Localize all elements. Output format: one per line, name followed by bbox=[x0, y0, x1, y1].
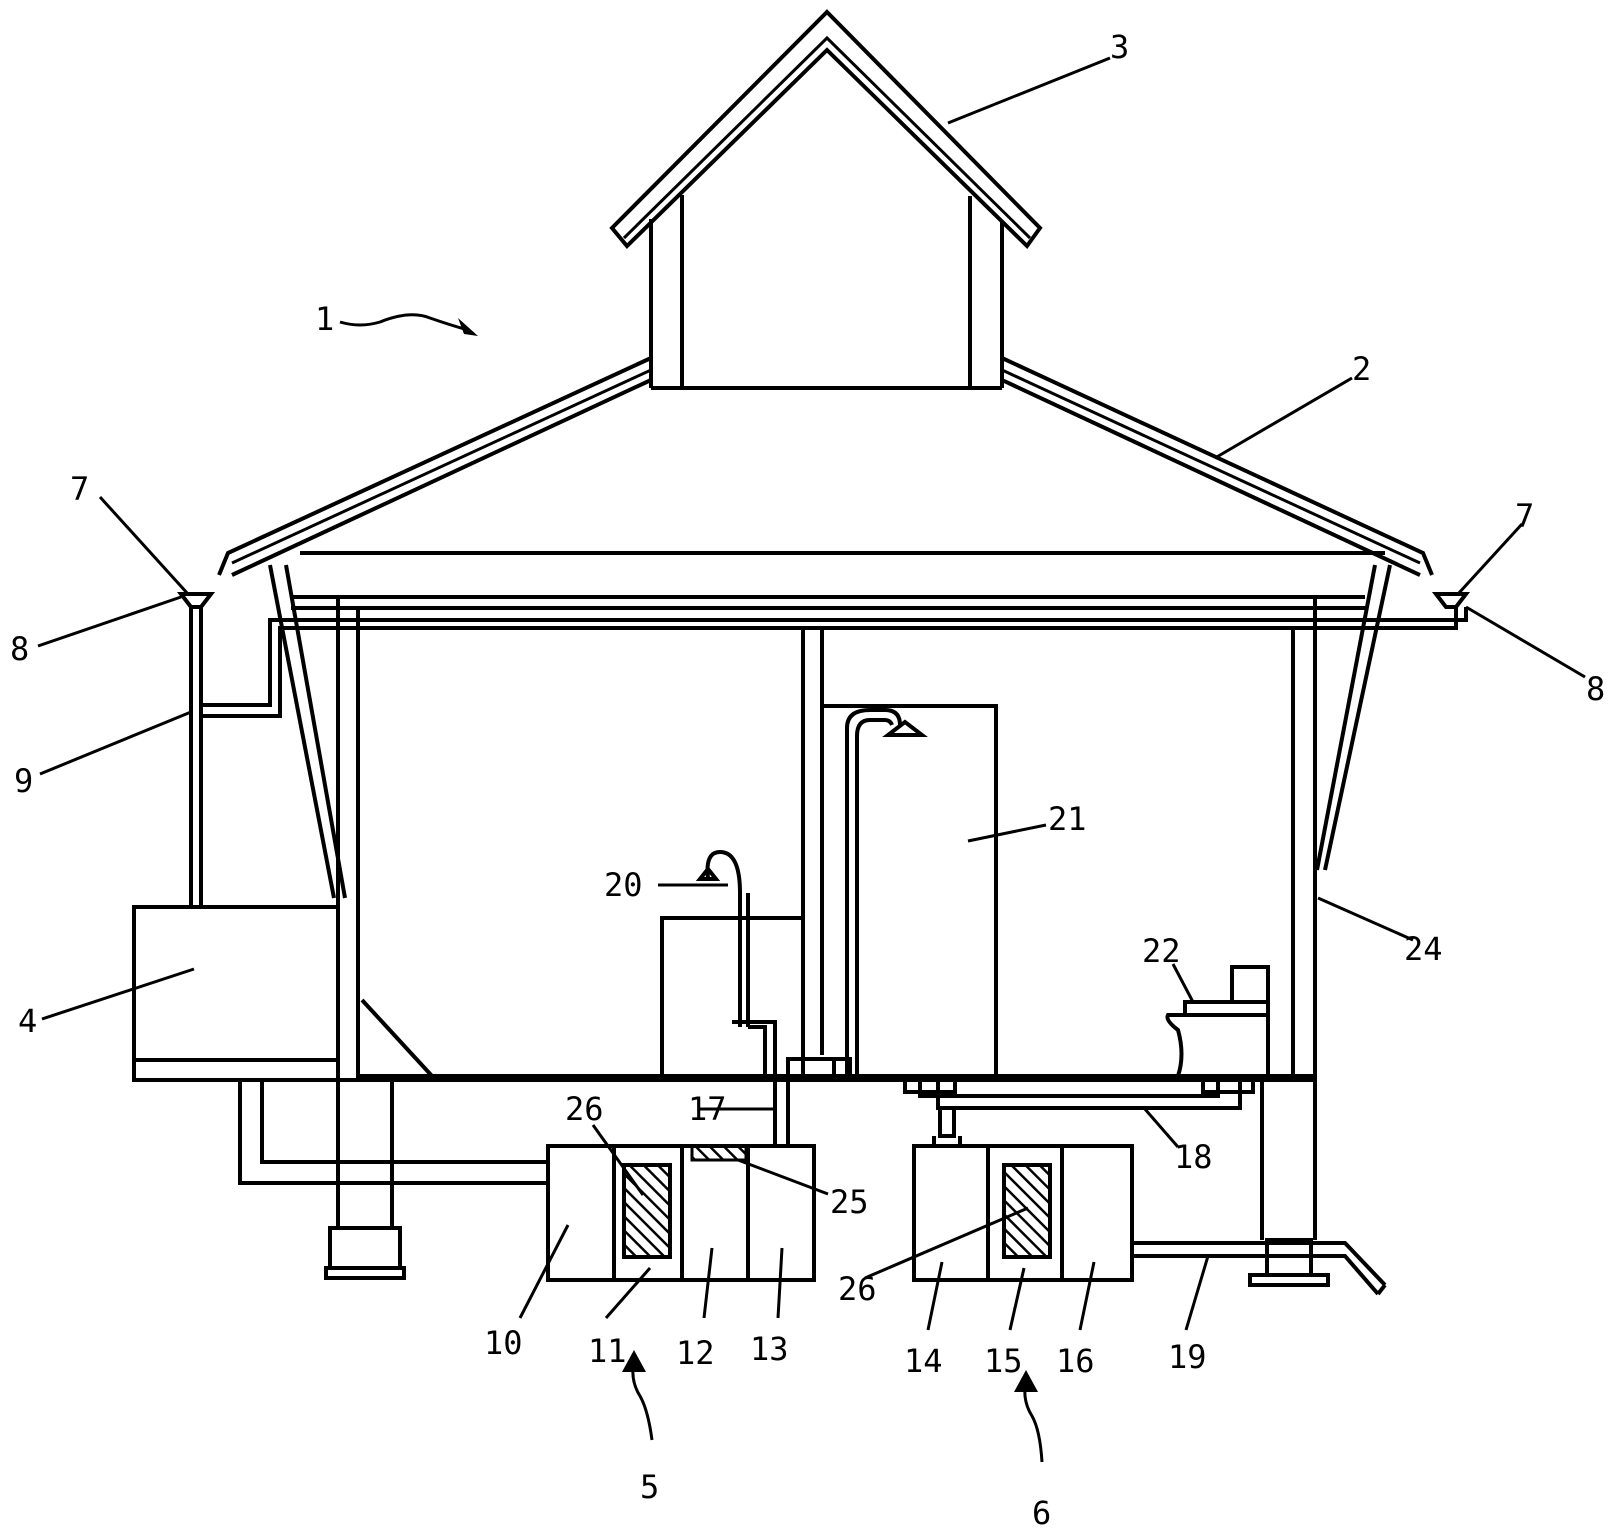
label-8-left: 8 bbox=[10, 630, 29, 668]
label-15: 15 bbox=[984, 1342, 1023, 1380]
outlet-pipe bbox=[1132, 1241, 1387, 1296]
floor-slab bbox=[134, 998, 1315, 1082]
label-7-left: 7 bbox=[70, 470, 89, 508]
toilet bbox=[1165, 965, 1270, 1078]
left-gutter bbox=[176, 592, 216, 609]
label-26-left: 26 bbox=[565, 1090, 604, 1128]
label-10: 10 bbox=[484, 1324, 523, 1362]
label-20: 20 bbox=[604, 866, 643, 904]
label-25: 25 bbox=[830, 1183, 869, 1221]
right-gutter bbox=[1431, 592, 1471, 609]
wash-basin bbox=[660, 849, 805, 1078]
treatment-unit-6 bbox=[912, 1144, 1134, 1282]
center-partition bbox=[801, 628, 824, 1055]
shower-cabin bbox=[822, 704, 998, 1076]
label-8-right: 8 bbox=[1586, 670, 1605, 708]
label-9: 9 bbox=[14, 762, 33, 800]
main-roof bbox=[217, 356, 1434, 610]
label-18: 18 bbox=[1174, 1138, 1213, 1176]
label-14: 14 bbox=[904, 1342, 943, 1380]
tank-outlet-pipe bbox=[238, 1080, 550, 1185]
leader-lines bbox=[37, 56, 1586, 1463]
top-roof-dormer bbox=[609, 9, 1043, 390]
label-16: 16 bbox=[1056, 1342, 1095, 1380]
label-1: 1 bbox=[315, 300, 334, 338]
treatment-unit-5 bbox=[546, 1144, 816, 1282]
water-tank bbox=[132, 905, 340, 1082]
label-12: 12 bbox=[676, 1334, 715, 1372]
part-labels: 3 2 1 7 8 7 8 9 4 21 20 24 22 17 18 25 2… bbox=[10, 28, 1605, 1532]
label-6: 6 bbox=[1032, 1494, 1051, 1532]
label-21: 21 bbox=[1048, 800, 1087, 838]
label-4: 4 bbox=[18, 1002, 37, 1040]
label-26-right: 26 bbox=[838, 1270, 877, 1308]
label-5: 5 bbox=[640, 1468, 659, 1506]
label-22: 22 bbox=[1142, 932, 1181, 970]
drain-manifold bbox=[786, 1057, 852, 1078]
sewage-pipe bbox=[903, 1078, 1255, 1148]
rain-collection-pipe bbox=[189, 607, 1468, 907]
label-11: 11 bbox=[588, 1332, 627, 1370]
label-17: 17 bbox=[688, 1090, 727, 1128]
pipe-17 bbox=[773, 1076, 790, 1146]
label-13: 13 bbox=[750, 1330, 789, 1368]
label-2: 2 bbox=[1352, 350, 1371, 388]
label-19: 19 bbox=[1168, 1338, 1207, 1376]
right-structure bbox=[1248, 564, 1392, 1287]
label-24: 24 bbox=[1404, 930, 1443, 968]
label-7-right: 7 bbox=[1515, 497, 1534, 535]
label-3: 3 bbox=[1110, 28, 1129, 66]
